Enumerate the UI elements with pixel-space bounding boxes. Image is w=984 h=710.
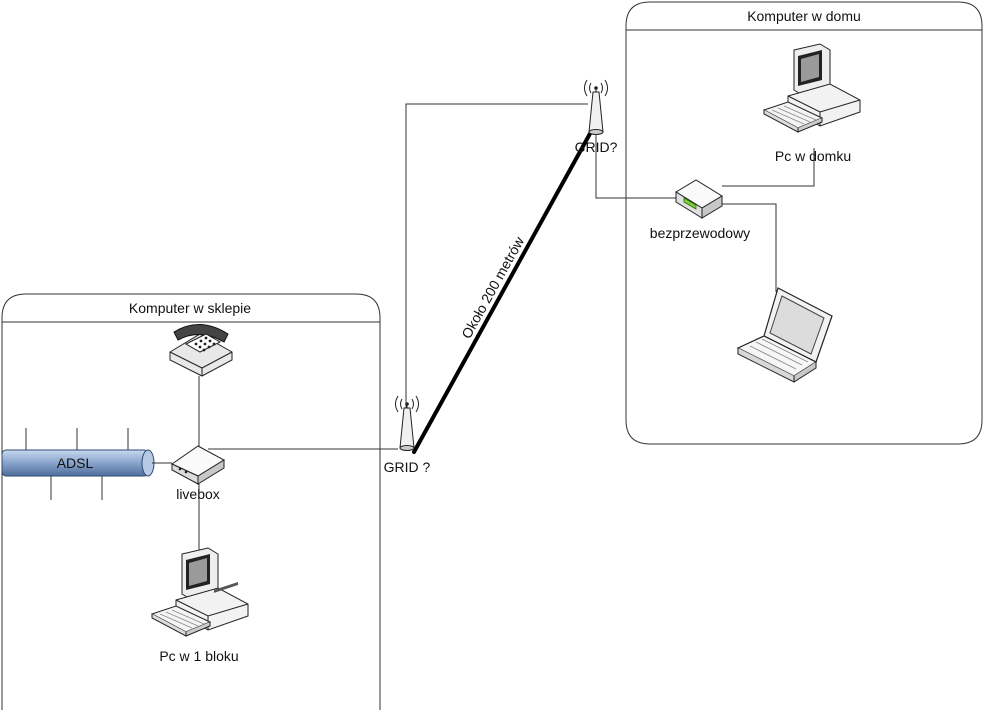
desktop-computer-icon	[762, 43, 861, 133]
distance-label: Około 200 metrów	[458, 233, 527, 341]
modem-icon: livebox	[170, 445, 226, 502]
laptop-icon	[736, 287, 833, 383]
antenna-icon	[395, 395, 419, 451]
pc-home-label: Pc w domku	[775, 148, 851, 164]
link-router-pc	[722, 148, 815, 187]
group-home: Komputer w domu	[625, 1, 983, 445]
adsl-line: ADSL	[1, 428, 172, 500]
group-shop: Komputer w sklepie	[1, 293, 381, 710]
group-home-title: Komputer w domu	[747, 8, 861, 24]
wireless-router-icon: bezprzewodowy	[650, 179, 750, 241]
link-router-laptop	[718, 203, 777, 292]
grid-home-label: GRID?	[575, 139, 618, 155]
livebox-label: livebox	[176, 486, 220, 502]
desktop-computer-icon	[150, 547, 249, 637]
adsl-label: ADSL	[57, 455, 94, 471]
antenna-icon	[584, 79, 608, 135]
pc-shop-label: Pc w 1 bloku	[159, 648, 238, 664]
telephone-icon	[169, 324, 233, 377]
link-grid-loop	[405, 103, 588, 420]
long-distance-link: Około 200 metrów	[412, 128, 594, 454]
grid-shop-label: GRID ?	[384, 459, 431, 475]
connections	[198, 103, 815, 552]
group-shop-title: Komputer w sklepie	[129, 300, 251, 316]
link-grid-router	[595, 135, 680, 199]
router-label: bezprzewodowy	[650, 225, 750, 241]
